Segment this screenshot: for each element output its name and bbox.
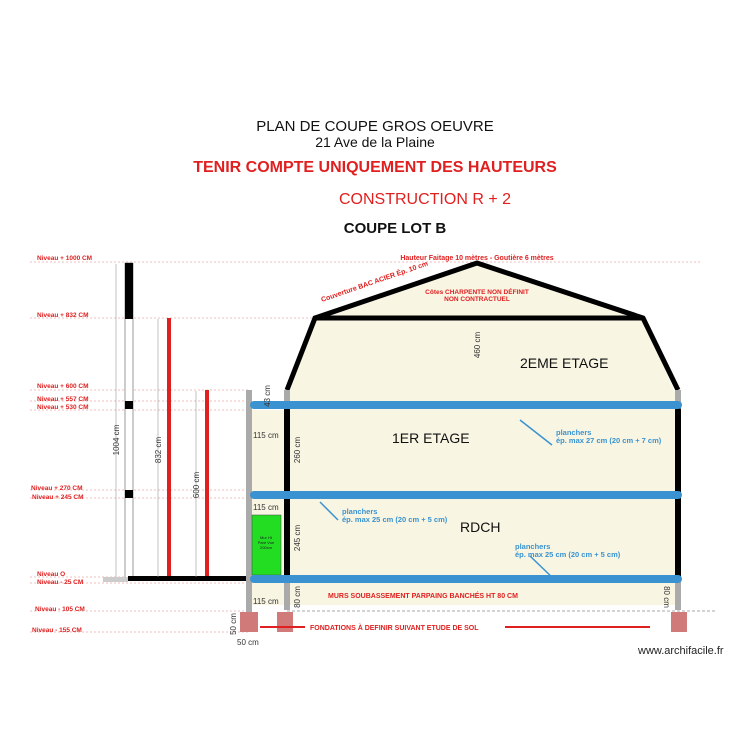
soubassement-note: MURS SOUBASSEMENT PARPAING BANCHÉS HT 80… [328, 591, 518, 600]
dim-115: 115 cm [253, 597, 279, 606]
charpente-note: Côtes CHARPENTE NON DÉFINIT [425, 287, 529, 296]
level-label: Niveau + 270 CM [31, 485, 82, 492]
annex-wall [246, 390, 252, 612]
plancher-note: ép. max 25 cm (20 cm + 5 cm) [342, 515, 448, 524]
watermark: www.archifacile.fr [637, 645, 724, 657]
plancher-note: planchers [556, 428, 591, 437]
dim-460: 460 cm [473, 332, 482, 359]
level-label: Niveau - 105 CM [35, 606, 85, 613]
dim-115: 115 cm [253, 503, 279, 512]
level-label: Niveau + 557 CM [37, 396, 88, 403]
dim-115: 115 cm [253, 431, 279, 440]
level-label: Niveau + 1000 CM [37, 255, 92, 262]
level-label: Niveau + 832 CM [37, 312, 88, 319]
level-label: Niveau O [37, 571, 65, 578]
room-1er-etage: 1ER ETAGE [392, 430, 470, 446]
level-label: Niveau + 530 CM [37, 404, 88, 411]
fondations-note: FONDATIONS À DEFINIR SUIVANT ETUDE DE SO… [310, 623, 479, 632]
dim-80: 80 cm [662, 586, 671, 608]
height-pole [124, 262, 134, 580]
dim-50-vertical: 50 cm [229, 613, 238, 635]
plancher-leaders [319, 419, 558, 583]
dim-50-horizontal: 50 cm [237, 638, 259, 647]
warning: TENIR COMPTE UNIQUEMENT DES HAUTEURS [193, 159, 557, 176]
ground-line [128, 576, 250, 581]
dim-832: 832 cm [154, 437, 163, 464]
lot-title: COUPE LOT B [343, 220, 447, 237]
charpente-note: NON CONTRACTUEL [444, 296, 510, 303]
dim-245: 245 cm [293, 525, 302, 552]
dim-260: 260 cm [293, 437, 302, 464]
plancher-note: planchers [515, 542, 550, 551]
level-label: Niveau - 155 CM [32, 627, 82, 634]
level-label: Niveau + 600 CM [37, 383, 88, 390]
mansard [284, 315, 681, 392]
green-wall-label: Pare Vue [258, 540, 275, 545]
dim-600: 600 cm [192, 472, 201, 499]
dim-80: 80 cm [293, 586, 302, 608]
level-label: Niveau - 25 CM [37, 579, 83, 586]
red-height-600 [205, 390, 209, 579]
level-label: Niveau + 245 CM [32, 494, 83, 501]
dim-43: 43 cm [263, 385, 272, 407]
drawing-title: PLAN DE COUPE GROS OEUVRE [256, 118, 494, 135]
green-wall [251, 514, 282, 576]
dim-1004: 1004 cm [112, 424, 121, 455]
green-wall-label: 200cm [260, 545, 273, 550]
plancher-note: ép. max 25 cm (20 cm + 5 cm) [515, 550, 621, 559]
ridge-note: Hauteur Faitage 10 mètres - Goutière 6 m… [400, 255, 553, 262]
ground-slab [103, 577, 128, 582]
address: 21 Ave de la Plaine [315, 134, 435, 150]
room-2eme-etage: 2EME ETAGE [520, 355, 608, 371]
green-wall-label: Mur Ht [260, 535, 273, 540]
building-fill [287, 318, 678, 605]
room-rdch: RDCH [460, 519, 500, 535]
red-height-832 [167, 318, 171, 579]
construction-type: CONSTRUCTION R + 2 [338, 191, 511, 208]
floor-slabs [250, 401, 682, 583]
plancher-note: ép. max 27 cm (20 cm + 7 cm) [556, 436, 662, 445]
plancher-note: planchers [342, 507, 377, 516]
